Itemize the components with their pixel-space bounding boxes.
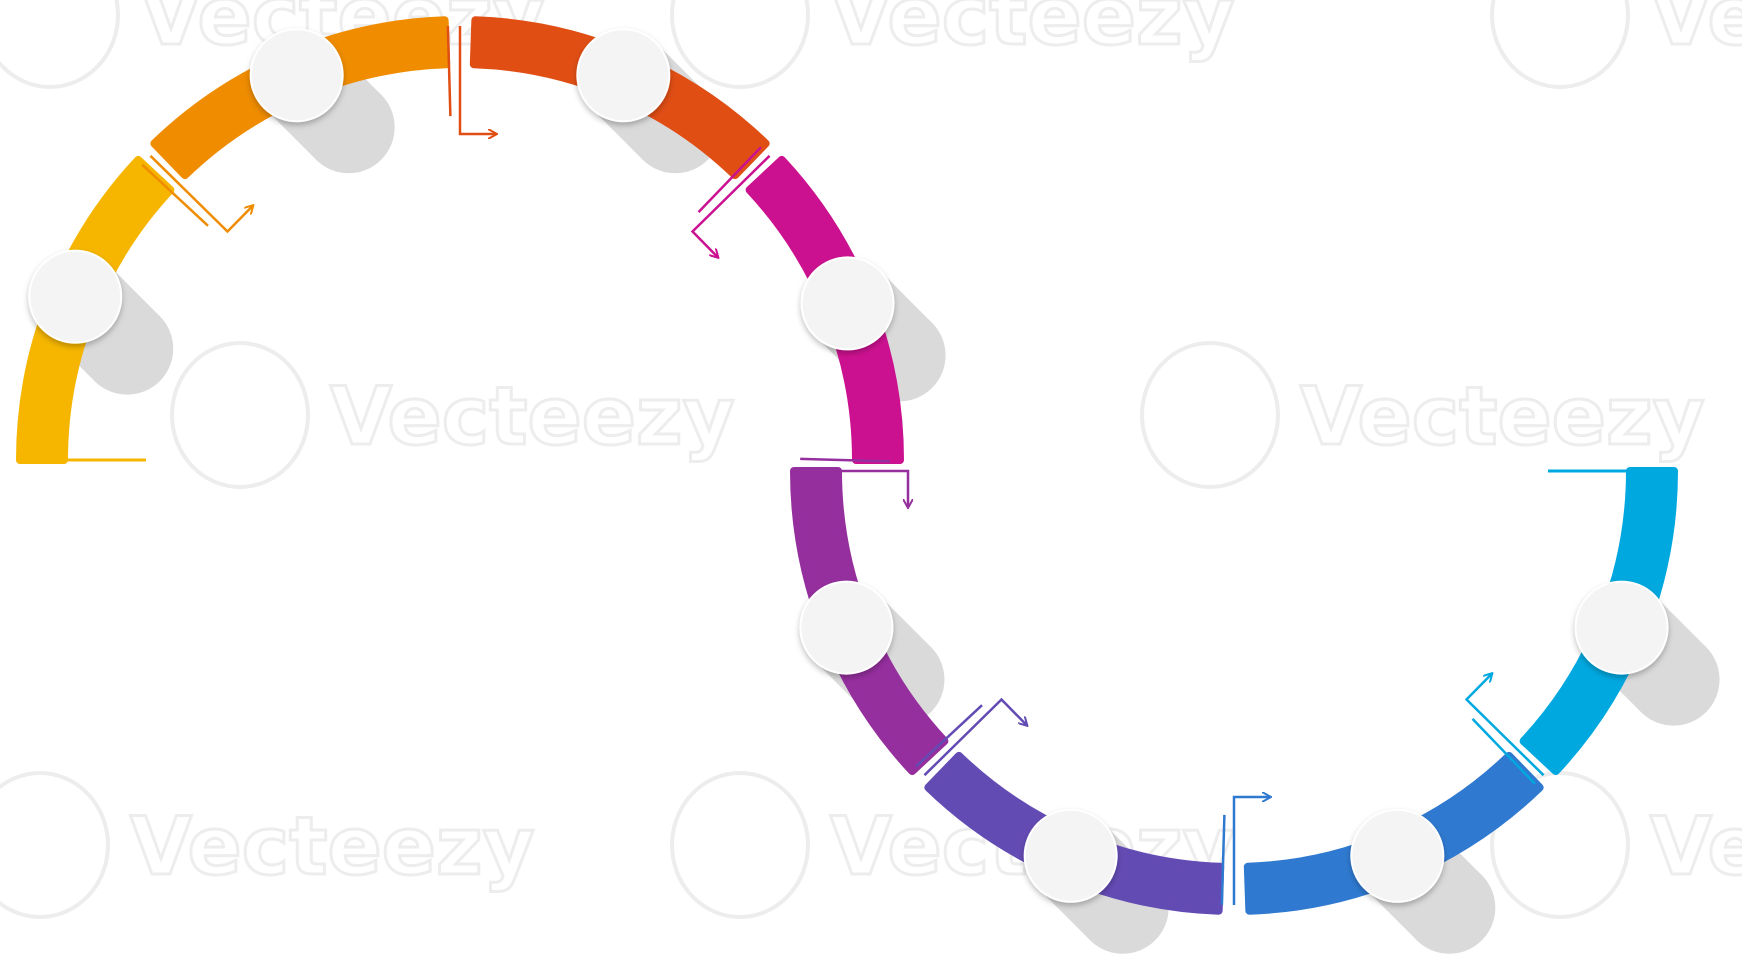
step-node-1 xyxy=(28,249,123,344)
node-circle xyxy=(576,28,671,123)
connector-line xyxy=(1464,674,1545,777)
connector-line-inner xyxy=(800,457,891,463)
watermark: Vecteezy xyxy=(170,341,736,489)
connector-arrow-8 xyxy=(1464,674,1545,785)
node-circle xyxy=(1574,580,1669,675)
ring-segments xyxy=(16,16,1678,915)
connector-line-inner xyxy=(141,163,209,227)
watermark-logo xyxy=(170,341,310,489)
watermark-logo xyxy=(1490,0,1630,89)
ring-segment-8 xyxy=(1519,467,1678,776)
connector-line xyxy=(458,26,496,134)
step-node-8 xyxy=(1574,580,1669,675)
connector-line xyxy=(690,154,771,257)
step-node-4 xyxy=(800,256,895,351)
watermark: Vecteezy xyxy=(1490,771,1742,919)
watermark: Vecteezy xyxy=(1490,0,1742,89)
node-circle xyxy=(799,580,894,675)
watermark-text: Vecteezy xyxy=(1300,370,1705,463)
step-nodes xyxy=(28,28,1669,903)
step-node-5 xyxy=(799,580,894,675)
watermark-logo xyxy=(1490,771,1630,919)
watermark-text: Vecteezy xyxy=(830,0,1235,63)
watermark-text: Vecteezy xyxy=(130,800,535,893)
connector-line-inner xyxy=(915,704,983,768)
node-circle xyxy=(1023,808,1118,903)
connector-line-inner xyxy=(697,146,762,213)
connector-line xyxy=(149,154,252,234)
connector-line xyxy=(1232,797,1270,905)
node-circle xyxy=(249,28,344,123)
step-node-7 xyxy=(1350,808,1445,903)
watermark: Vecteezy xyxy=(1140,341,1706,489)
ring-segment-6 xyxy=(924,751,1225,915)
watermark-logo xyxy=(0,771,110,919)
step-node-6 xyxy=(1023,808,1118,903)
connector-arrow-7 xyxy=(1220,797,1270,905)
watermark-logo xyxy=(670,771,810,919)
watermark-text: Vecteezy xyxy=(330,370,735,463)
connector-arrow-2 xyxy=(141,154,253,234)
watermark-text: Vecteezy xyxy=(1650,0,1742,63)
step-node-2 xyxy=(249,28,344,123)
connector-line-inner xyxy=(1471,718,1536,785)
connector-arrow-6 xyxy=(915,697,1027,777)
watermark-text: Vecteezy xyxy=(1650,800,1742,893)
connector-line xyxy=(800,469,908,507)
node-circle xyxy=(28,249,123,344)
watermark-layer: VecteezyVecteezyVecteezyVecteezyVecteezy… xyxy=(0,0,1742,919)
ring-segment-2 xyxy=(150,16,451,180)
connector-arrow-5 xyxy=(800,457,908,507)
step-node-3 xyxy=(576,28,671,123)
watermark-logo xyxy=(1140,341,1280,489)
watermark: Vecteezy xyxy=(0,771,536,919)
connector-arrow-4 xyxy=(690,146,771,257)
connector-line-inner xyxy=(446,26,452,117)
watermark-logo xyxy=(0,0,120,89)
node-circle xyxy=(800,256,895,351)
arrow-connectors xyxy=(66,26,1628,905)
connector-arrow-3 xyxy=(446,26,496,134)
watermark: Vecteezy xyxy=(670,0,1236,89)
node-circle xyxy=(1350,808,1445,903)
connector-line-inner xyxy=(1220,814,1226,905)
connector-line xyxy=(923,697,1026,777)
watermark-logo xyxy=(670,0,810,89)
